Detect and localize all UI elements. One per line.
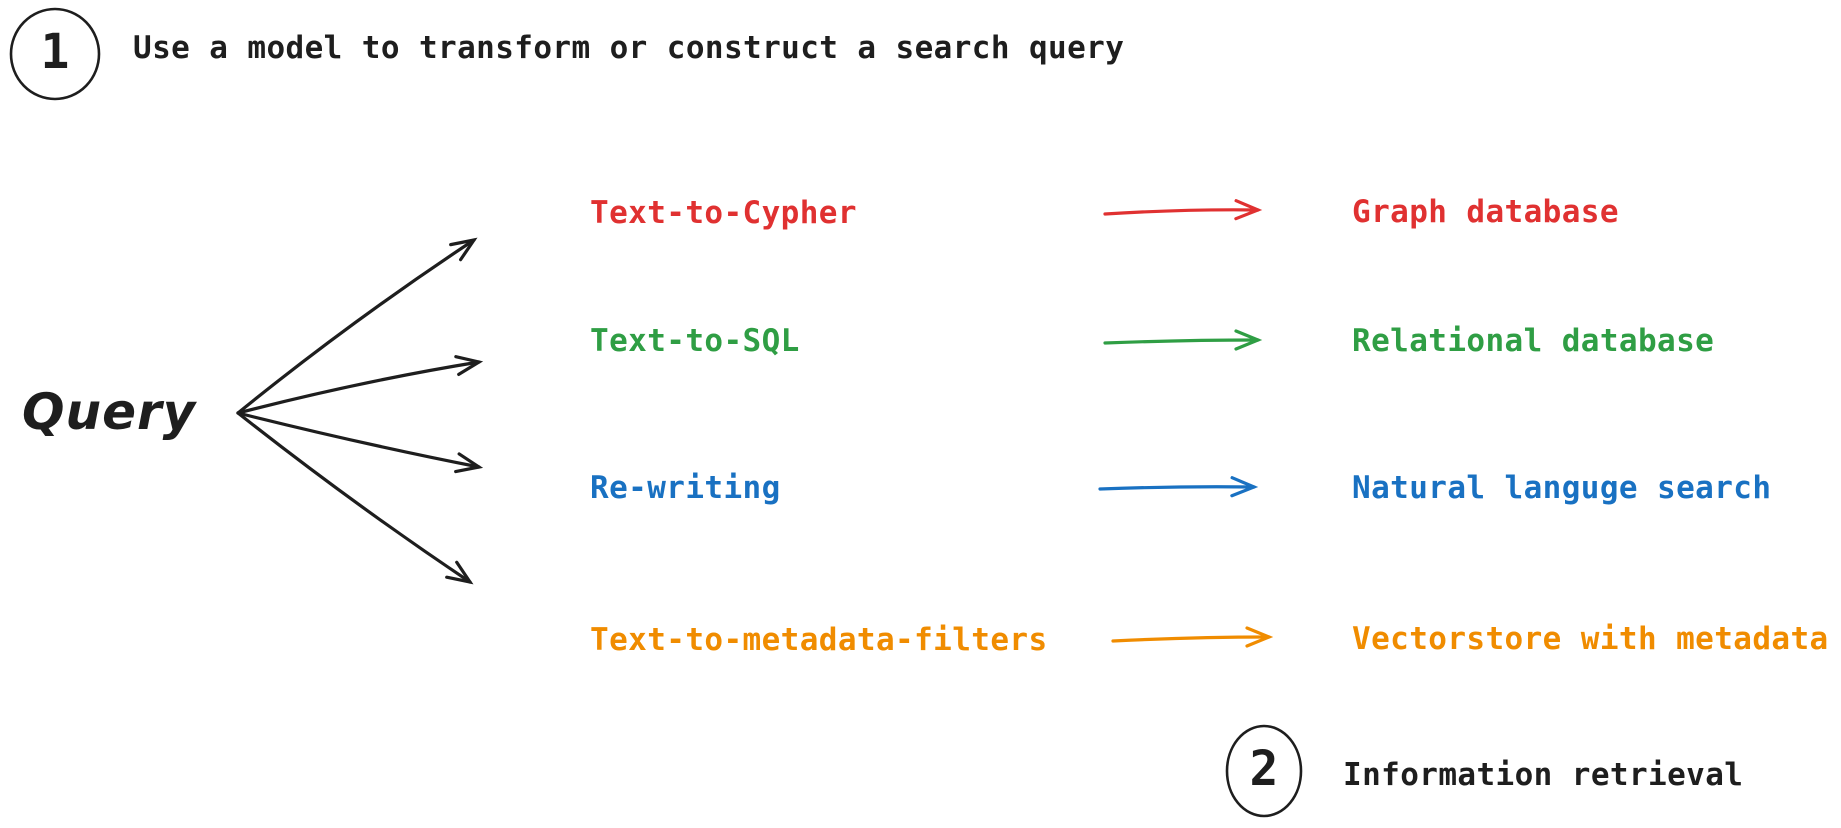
arrow-text-to-metadata-filters-to-vectorstore [1111, 626, 1274, 648]
step2-label: Information retrieval [1343, 757, 1744, 793]
step2-number: 2 [1249, 740, 1279, 797]
method-label-text-to-cypher: Text-to-Cypher [590, 195, 857, 231]
step1-label: Use a model to transform or construct a … [133, 30, 1125, 66]
method-label-re-writing: Re-writing [590, 470, 781, 506]
method-label-text-to-metadata-filters: Text-to-metadata-filters [590, 622, 1048, 658]
query-node-label: Query [22, 382, 197, 441]
arrow-re-writing-to-natural-language-search [1098, 476, 1259, 498]
target-label-vectorstore-with-metadata: Vectorstore with metadata [1352, 621, 1829, 657]
fan-arrow-to-text-to-cypher [236, 237, 478, 415]
fan-arrow-to-re-writing [236, 411, 484, 474]
step1-circle [9, 7, 101, 101]
target-label-natural-language-search: Natural languge search [1352, 470, 1772, 506]
step2-circle [1225, 724, 1303, 818]
step1-number: 1 [40, 23, 70, 80]
fan-arrow-to-text-to-sql [236, 355, 484, 415]
method-label-text-to-sql: Text-to-SQL [590, 323, 800, 359]
target-label-graph-database: Graph database [1352, 194, 1619, 230]
target-label-relational-database: Relational database [1352, 323, 1715, 359]
arrow-text-to-cypher-to-graph-database [1103, 199, 1263, 221]
arrow-text-to-sql-to-relational-database [1103, 329, 1263, 351]
fan-arrow-to-text-to-metadata-filters [236, 411, 474, 585]
